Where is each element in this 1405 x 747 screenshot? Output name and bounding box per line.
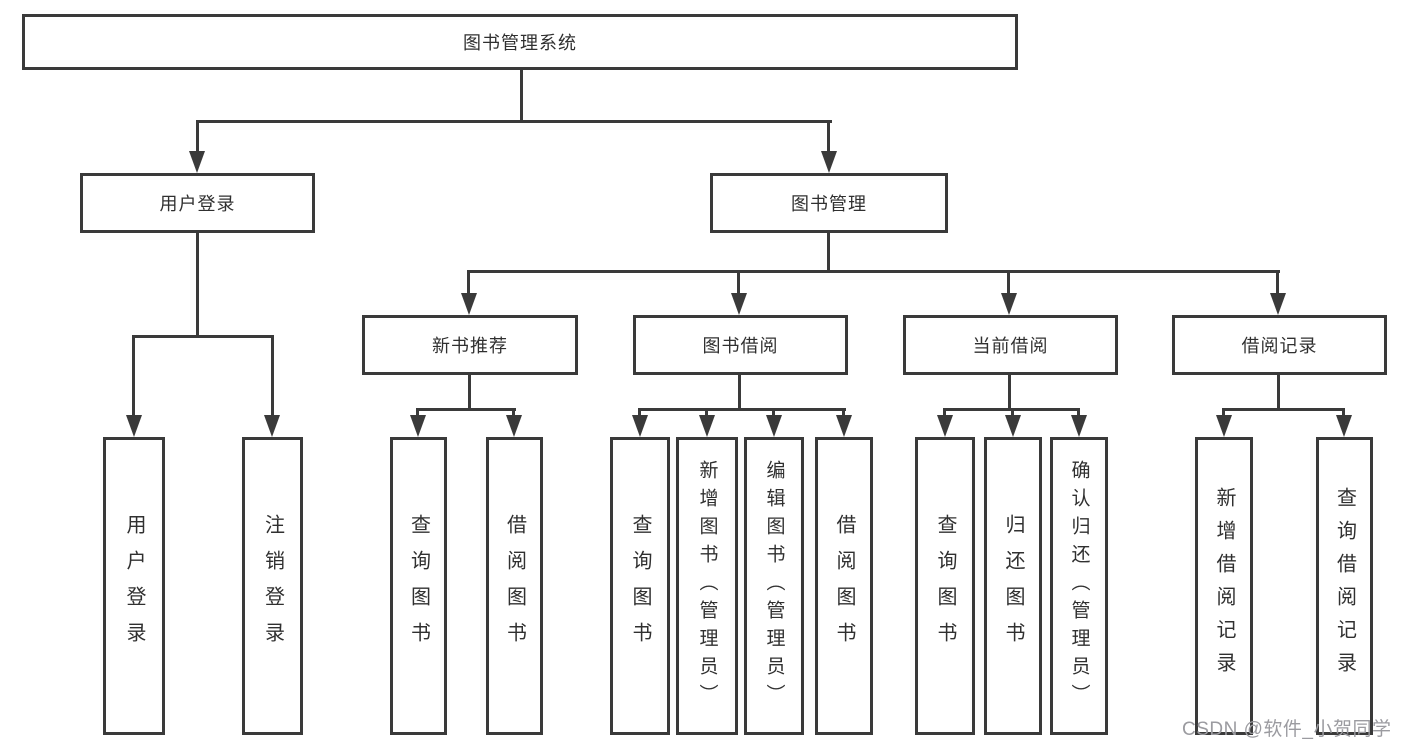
connector-userlogin-stem	[196, 233, 199, 337]
leaf-borrow-books: 借阅图书	[815, 437, 873, 735]
node-label: 图书管理	[791, 194, 867, 214]
leaf-edit-books-admin: 编辑图书（管理员）	[744, 437, 804, 735]
connector-root-rail	[196, 120, 832, 123]
connector-bookmgmt-rail	[468, 270, 1280, 273]
node-book-borrow: 图书借阅	[633, 315, 848, 375]
leaf-label: 借阅图书	[503, 514, 526, 658]
arrow-down-icon	[1001, 293, 1017, 315]
node-current-borrow: 当前借阅	[903, 315, 1118, 375]
node-borrow-record: 借阅记录	[1172, 315, 1387, 375]
node-label: 图书借阅	[702, 336, 779, 356]
connector-drop-new-rec	[467, 270, 470, 295]
connector-drop-leaf	[1342, 408, 1345, 417]
arrow-down-icon	[1270, 293, 1286, 315]
connector-drop-book-mgmt	[827, 120, 830, 153]
connector-newrec-stem	[468, 375, 471, 410]
node-new-book-recommend: 新书推荐	[362, 315, 578, 375]
watermark: CSDN @软件_小贺同学	[1182, 719, 1392, 740]
leaf-label: 用户登录	[123, 514, 145, 658]
connector-bookborrow-stem	[738, 375, 741, 410]
leaf-add-books-admin: 新增图书（管理员）	[676, 437, 738, 735]
leaf-borrow-books-recommend: 借阅图书	[486, 437, 543, 735]
arrow-down-icon	[836, 415, 852, 437]
connector-drop-leaf	[271, 335, 274, 418]
connector-drop-leaf	[1011, 408, 1014, 417]
leaf-query-books-borrow: 查询图书	[610, 437, 670, 735]
connector-userlogin-rail	[132, 335, 274, 338]
connector-drop-leaf	[416, 408, 419, 417]
leaf-label: 新增图书（管理员）	[696, 460, 718, 712]
arrow-down-icon	[126, 415, 142, 437]
leaf-add-borrow-record: 新增借阅记录	[1195, 437, 1253, 735]
connector-drop-borrow-record	[1276, 270, 1279, 295]
node-book-management: 图书管理	[710, 173, 948, 233]
connector-drop-leaf	[705, 408, 708, 417]
leaf-label: 查询借阅记录	[1333, 487, 1356, 685]
arrow-down-icon	[821, 151, 837, 173]
node-label: 新书推荐	[432, 336, 508, 356]
leaf-query-books-recommend: 查询图书	[390, 437, 447, 735]
connector-drop-user-login	[196, 120, 199, 153]
connector-drop-leaf	[842, 408, 845, 417]
leaf-user-login: 用户登录	[103, 437, 165, 735]
leaf-label: 查询图书	[407, 514, 430, 658]
leaf-label: 注销登录	[261, 514, 284, 658]
arrow-down-icon	[1336, 415, 1352, 437]
leaf-query-books-current: 查询图书	[915, 437, 975, 735]
arrow-down-icon	[632, 415, 648, 437]
connector-drop-leaf	[943, 408, 946, 417]
leaf-query-borrow-record: 查询借阅记录	[1316, 437, 1373, 735]
connector-drop-leaf	[772, 408, 775, 417]
leaf-logout: 注销登录	[242, 437, 303, 735]
leaf-label: 借阅图书	[833, 514, 855, 658]
arrow-down-icon	[506, 415, 522, 437]
arrow-down-icon	[264, 415, 280, 437]
arrow-down-icon	[699, 415, 715, 437]
arrow-down-icon	[1071, 415, 1087, 437]
connector-borrowrecord-rail	[1222, 408, 1345, 411]
leaf-label: 确认归还（管理员）	[1068, 460, 1090, 712]
connector-drop-leaf	[638, 408, 641, 417]
node-root-label: 图书管理系统	[463, 33, 577, 53]
leaf-label: 新增借阅记录	[1213, 487, 1235, 685]
connector-root-stem	[520, 70, 523, 122]
arrow-down-icon	[937, 415, 953, 437]
node-label: 借阅记录	[1241, 336, 1318, 356]
arrow-down-icon	[766, 415, 782, 437]
connector-drop-leaf	[512, 408, 515, 417]
node-label: 用户登录	[159, 194, 236, 214]
arrow-down-icon	[189, 151, 205, 173]
connector-drop-current-borrow	[1007, 270, 1010, 295]
node-label: 当前借阅	[972, 336, 1049, 356]
arrow-down-icon	[1005, 415, 1021, 437]
connector-newrec-rail	[416, 408, 516, 411]
connector-currentborrow-stem	[1008, 375, 1011, 410]
node-root: 图书管理系统	[22, 14, 1018, 70]
connector-drop-leaf	[1077, 408, 1080, 417]
connector-drop-leaf	[132, 335, 135, 418]
connector-bookmgmt-stem	[827, 233, 830, 272]
arrow-down-icon	[1216, 415, 1232, 437]
connector-bookborrow-rail	[638, 408, 846, 411]
leaf-label: 归还图书	[1002, 514, 1024, 658]
leaf-label: 编辑图书（管理员）	[763, 460, 785, 712]
leaf-confirm-return-admin: 确认归还（管理员）	[1050, 437, 1108, 735]
connector-borrowrecord-stem	[1277, 375, 1280, 410]
connector-drop-leaf	[1222, 408, 1225, 417]
connector-drop-book-borrow	[737, 270, 740, 295]
node-user-login: 用户登录	[80, 173, 315, 233]
leaf-label: 查询图书	[629, 514, 651, 658]
arrow-down-icon	[410, 415, 426, 437]
arrow-down-icon	[731, 293, 747, 315]
leaf-return-books: 归还图书	[984, 437, 1042, 735]
arrow-down-icon	[461, 293, 477, 315]
leaf-label: 查询图书	[934, 514, 956, 658]
